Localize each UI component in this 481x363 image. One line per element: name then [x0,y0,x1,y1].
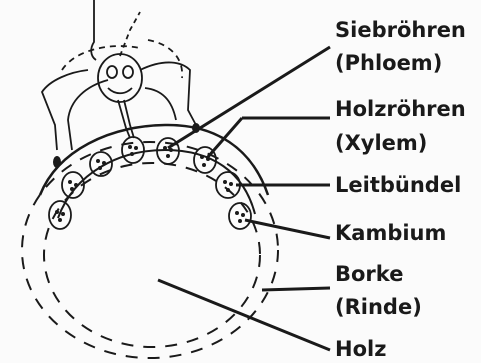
aphid-illustration [42,0,196,150]
label-siebroehren: Siebröhren [335,17,466,43]
label-borke: Borke [335,261,403,287]
label-holzroehren: Holzröhren [335,96,466,122]
leader-kambium [245,220,330,238]
vascular-bundle [90,152,112,176]
label-holz: Holz [335,336,386,362]
vascular-bundle [62,172,84,198]
leader-holzroehren-b [207,118,242,158]
stem-knot [53,156,61,168]
label-leitbuendel: Leitbündel [335,172,461,198]
leader-holz [158,280,330,350]
leader-siebroehren [168,47,330,148]
label-xylem: (Xylem) [335,130,427,156]
vascular-bundle [229,203,251,229]
label-phloem: (Phloem) [335,50,442,76]
label-kambium: Kambium [335,220,446,246]
leader-borke [262,288,330,290]
cambium-ring [58,150,255,218]
label-rinde: (Rinde) [335,294,422,320]
vascular-bundle [122,137,144,163]
bark-outer-ring [22,142,278,358]
